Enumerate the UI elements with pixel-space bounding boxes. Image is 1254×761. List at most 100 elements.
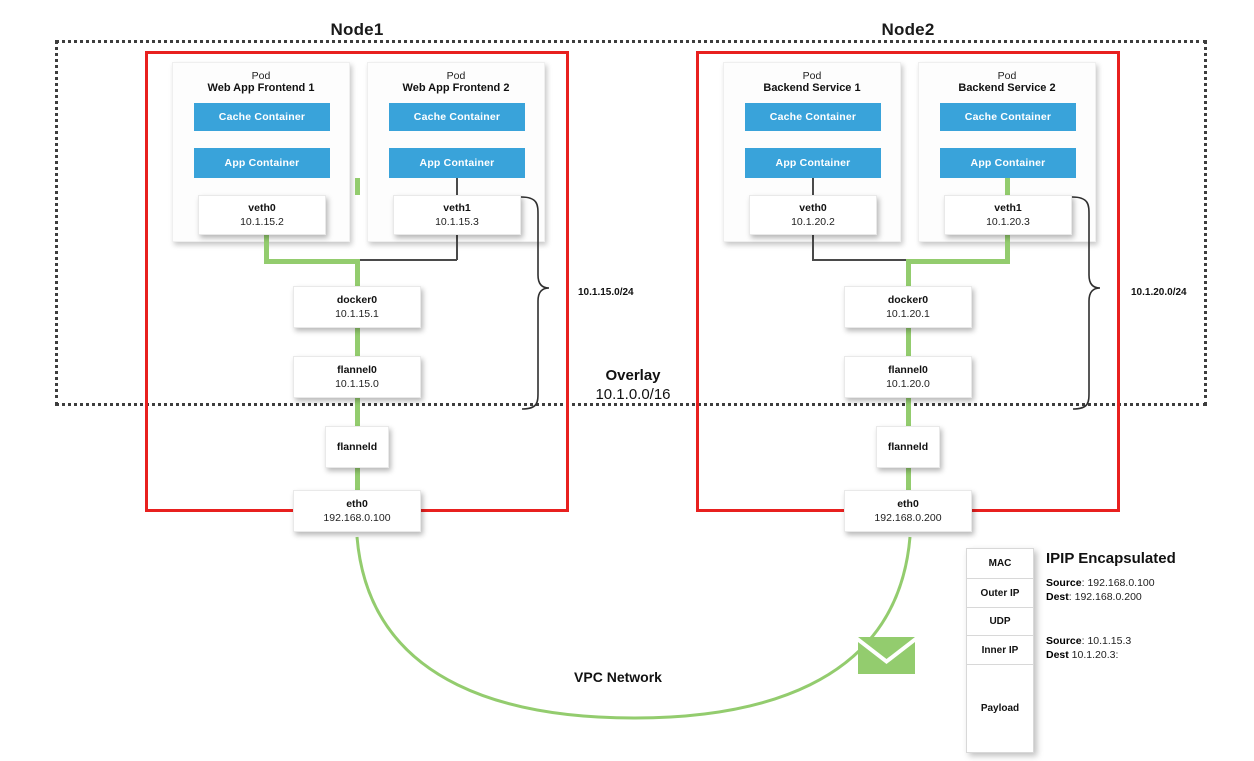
node2-veth1-across	[906, 259, 1010, 264]
pod-kind-label: Pod	[446, 70, 466, 82]
node2-veth1-down	[1005, 235, 1010, 263]
node1-flannel0[interactable]: flannel0 10.1.15.0	[293, 356, 421, 398]
device-name: veth1	[443, 202, 471, 214]
node1-eth0[interactable]: eth0 192.168.0.100	[293, 490, 421, 532]
node1-veth0-across	[264, 259, 360, 264]
device-name: veth0	[799, 202, 827, 214]
node2-veth0-down	[812, 235, 814, 260]
device-ip: 10.1.15.2	[240, 216, 284, 228]
device-name: eth0	[897, 498, 919, 510]
packet-layer-inner-ip[interactable]: Inner IP	[967, 636, 1033, 665]
node1-pod2-cache-container[interactable]: Cache Container	[389, 103, 525, 131]
pod-kind-label: Pod	[251, 70, 271, 82]
device-ip: 10.1.15.1	[335, 308, 379, 320]
outer-dest-row: Dest: 192.168.0.200	[1046, 590, 1155, 604]
node1-flannel0-to-flanneld	[355, 398, 360, 428]
node1-docker0-to-flannel0	[355, 328, 360, 356]
device-ip: 10.1.15.0	[335, 378, 379, 390]
node2-pod2-cache-container[interactable]: Cache Container	[940, 103, 1076, 131]
pod-kind-label: Pod	[802, 70, 822, 82]
container-label: App Container	[224, 157, 300, 169]
outer-dest-label: Dest	[1046, 591, 1069, 603]
node1-pod1-app-to-veth-link	[355, 178, 360, 195]
node2-docker0[interactable]: docker0 10.1.20.1	[844, 286, 972, 328]
device-name: veth0	[248, 202, 276, 214]
outer-source-row: Source: 192.168.0.100	[1046, 576, 1155, 590]
node1-veth1-down	[456, 235, 458, 260]
packet-panel-title: IPIP Encapsulated	[1046, 550, 1176, 567]
device-ip: 10.1.15.3	[435, 216, 479, 228]
node2-subnet-brace	[1071, 196, 1101, 410]
node2-flannel0-to-flanneld	[906, 398, 911, 428]
node2-flannel0[interactable]: flannel0 10.1.20.0	[844, 356, 972, 398]
node2-docker0-to-flannel0	[906, 328, 911, 356]
packet-layer-payload[interactable]: Payload	[980, 703, 1020, 714]
inner-dest-row: Dest 10.1.20.3:	[1046, 648, 1131, 662]
device-ip: 192.168.0.200	[874, 512, 942, 524]
packet-outer-ip-details: Source: 192.168.0.100 Dest: 192.168.0.20…	[1046, 576, 1155, 604]
container-label: Cache Container	[769, 111, 857, 123]
node1-docker0-in	[355, 259, 360, 286]
container-label: App Container	[419, 157, 495, 169]
container-label: App Container	[970, 157, 1046, 169]
node1-pod1-cache-container[interactable]: Cache Container	[194, 103, 330, 131]
node1-pod2-veth1[interactable]: veth1 10.1.15.3	[393, 195, 521, 235]
device-name: flanneld	[887, 441, 929, 453]
overlay-cidr: 10.1.0.0/16	[595, 386, 671, 403]
pod-name-label: Backend Service 1	[763, 82, 861, 94]
node1-subnet-brace	[520, 196, 550, 410]
vpc-network-label: VPC Network	[574, 669, 662, 685]
packet-layer-mac[interactable]: MAC	[967, 549, 1033, 579]
device-name: flannel0	[337, 364, 377, 376]
node1-pod2-app-container[interactable]: App Container	[389, 148, 525, 178]
node1-pod1-app-container[interactable]: App Container	[194, 148, 330, 178]
container-label: Cache Container	[964, 111, 1052, 123]
node2-docker0-in	[906, 259, 911, 286]
device-ip: 10.1.20.0	[886, 378, 930, 390]
node2-eth0[interactable]: eth0 192.168.0.200	[844, 490, 972, 532]
container-label: Cache Container	[218, 111, 306, 123]
node2-pod1-cache-container[interactable]: Cache Container	[745, 103, 881, 131]
device-name: docker0	[887, 294, 929, 306]
node2-pod2-app-to-veth-link	[1005, 178, 1010, 195]
container-label: Cache Container	[413, 111, 501, 123]
node1-flanneld[interactable]: flanneld	[325, 426, 389, 468]
node2-subnet-label: 10.1.20.0/24	[1131, 287, 1187, 298]
packet-layer-stack: MAC Outer IP UDP Inner IP Payload	[966, 548, 1034, 753]
node1-subnet-label: 10.1.15.0/24	[578, 287, 634, 298]
node2-pod1-app-container[interactable]: App Container	[745, 148, 881, 178]
node2-flanneld-to-eth0	[906, 468, 911, 490]
node2-pod1-veth0[interactable]: veth0 10.1.20.2	[749, 195, 877, 235]
node2-flanneld[interactable]: flanneld	[876, 426, 940, 468]
device-ip: 192.168.0.100	[323, 512, 391, 524]
node1-pod2-app-to-veth-link	[456, 178, 458, 195]
node1-docker0[interactable]: docker0 10.1.15.1	[293, 286, 421, 328]
node1-title: Node1	[330, 20, 384, 39]
packet-layer-outer-ip[interactable]: Outer IP	[967, 579, 1033, 608]
device-name: docker0	[336, 294, 378, 306]
node1-pod1-veth0[interactable]: veth0 10.1.15.2	[198, 195, 326, 235]
node2-pod1-app-to-veth-link	[812, 178, 814, 195]
pod-kind-label: Pod	[997, 70, 1017, 82]
outer-dest-value: : 192.168.0.200	[1068, 591, 1142, 603]
overlay-title: Overlay	[605, 367, 661, 384]
packet-inner-ip-details: Source: 10.1.15.3 Dest 10.1.20.3:	[1046, 634, 1131, 662]
node2-pod2-app-container[interactable]: App Container	[940, 148, 1076, 178]
device-name: veth1	[994, 202, 1022, 214]
inner-dest-label: Dest	[1046, 649, 1069, 661]
node2-veth0-across	[812, 259, 908, 261]
packet-layer-udp[interactable]: UDP	[967, 608, 1033, 636]
node1-flanneld-to-eth0	[355, 468, 360, 490]
node1-veth0-down	[264, 235, 269, 263]
vpc-network-curve	[355, 536, 912, 720]
outer-source-label: Source	[1046, 577, 1082, 589]
node2-pod2-veth1[interactable]: veth1 10.1.20.3	[944, 195, 1072, 235]
device-ip: 10.1.20.2	[791, 216, 835, 228]
pod-name-label: Web App Frontend 2	[402, 82, 510, 94]
inner-dest-value: 10.1.20.3:	[1068, 649, 1119, 661]
device-name: eth0	[346, 498, 368, 510]
inner-source-label: Source	[1046, 635, 1082, 647]
node1-veth1-across	[357, 259, 457, 261]
